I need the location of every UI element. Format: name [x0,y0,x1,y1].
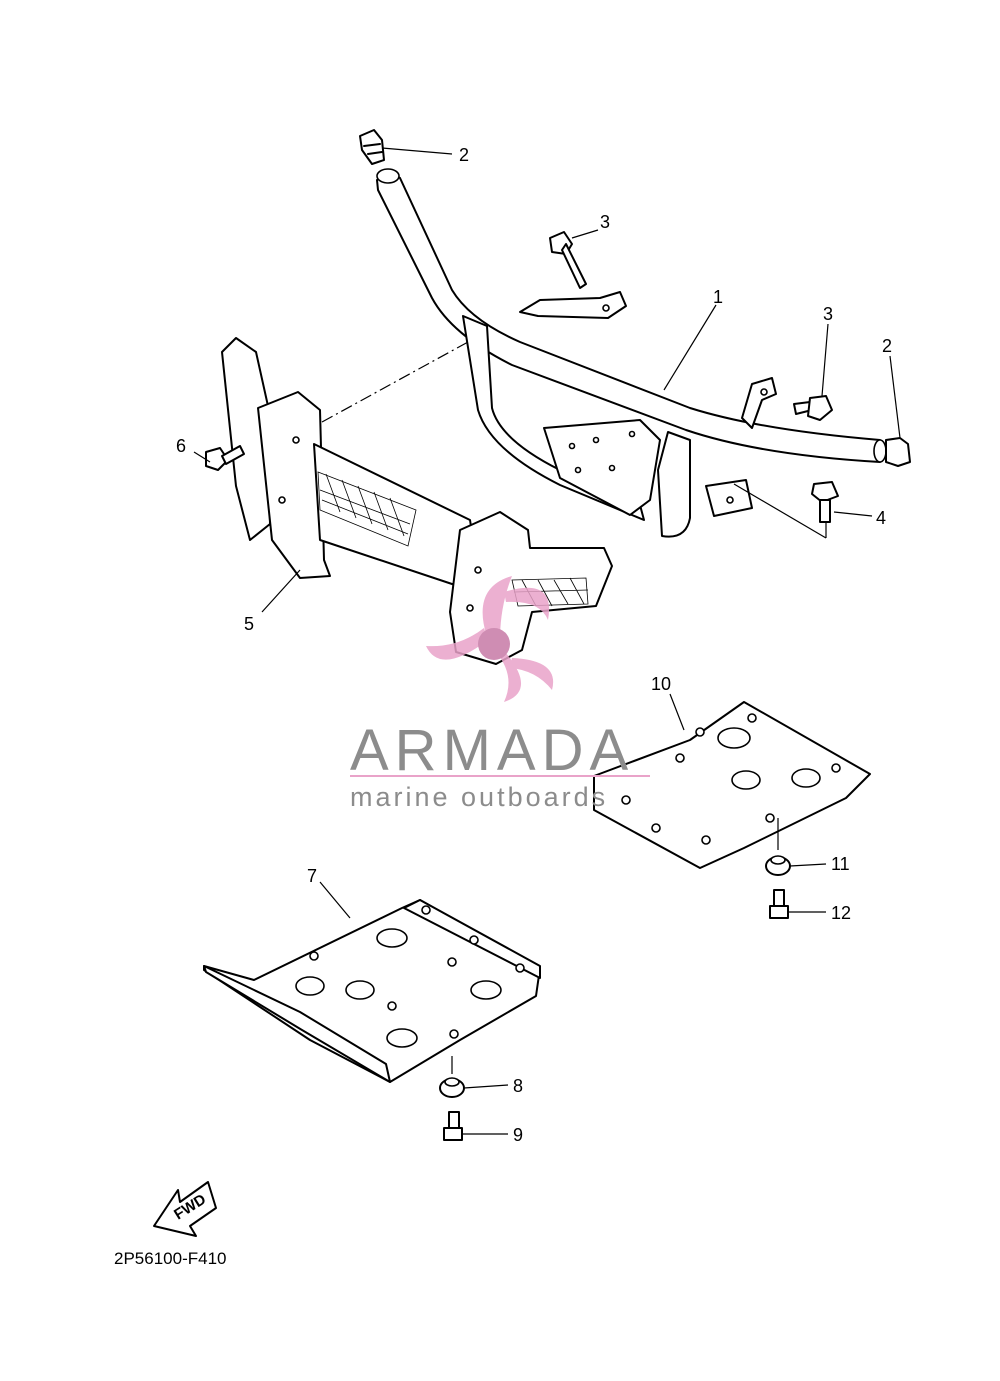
damper-8 [439,1077,465,1098]
callout-leaders [193,147,901,1135]
front-bumper [221,337,613,665]
callout-1: 1 [713,287,723,307]
callout-10: 10 [651,674,671,694]
callout-2-left: 2 [459,145,469,165]
bolt-4 [811,481,839,523]
grommet-2-right [885,437,911,467]
callout-11: 11 [831,854,850,874]
bolt-3-left [549,231,587,289]
front-guard-tube [376,168,887,538]
skid-plate-10 [593,701,871,869]
armada-watermark: ARMADA marine outboards [350,576,650,812]
bolt-3-right [793,395,833,421]
propeller-logo [426,576,554,702]
fwd-direction-arrow: FWD [153,1181,217,1237]
bolt-9 [443,1111,463,1141]
bolt-6 [205,445,245,471]
watermark-title: ARMADA [350,718,634,783]
callout-8: 8 [513,1076,523,1096]
callout-4: 4 [876,508,886,528]
skid-plate-7 [203,899,541,1083]
callout-3-right: 3 [823,304,833,324]
callout-9: 9 [513,1125,523,1145]
callout-3-left: 3 [600,212,610,232]
watermark-subtitle: marine outboards [350,782,608,812]
callout-7: 7 [307,866,317,886]
callout-labels: 1 2 2 3 3 4 5 6 7 8 9 10 11 12 [176,145,892,1145]
callout-2-right: 2 [882,336,892,356]
grommet-2-left [359,129,385,165]
damper-11 [765,855,791,876]
callout-12: 12 [831,903,851,923]
bolt-12 [769,889,789,919]
callout-5: 5 [244,614,254,634]
callout-6: 6 [176,436,186,456]
drawing-code: 2P56100-F410 [114,1249,226,1268]
